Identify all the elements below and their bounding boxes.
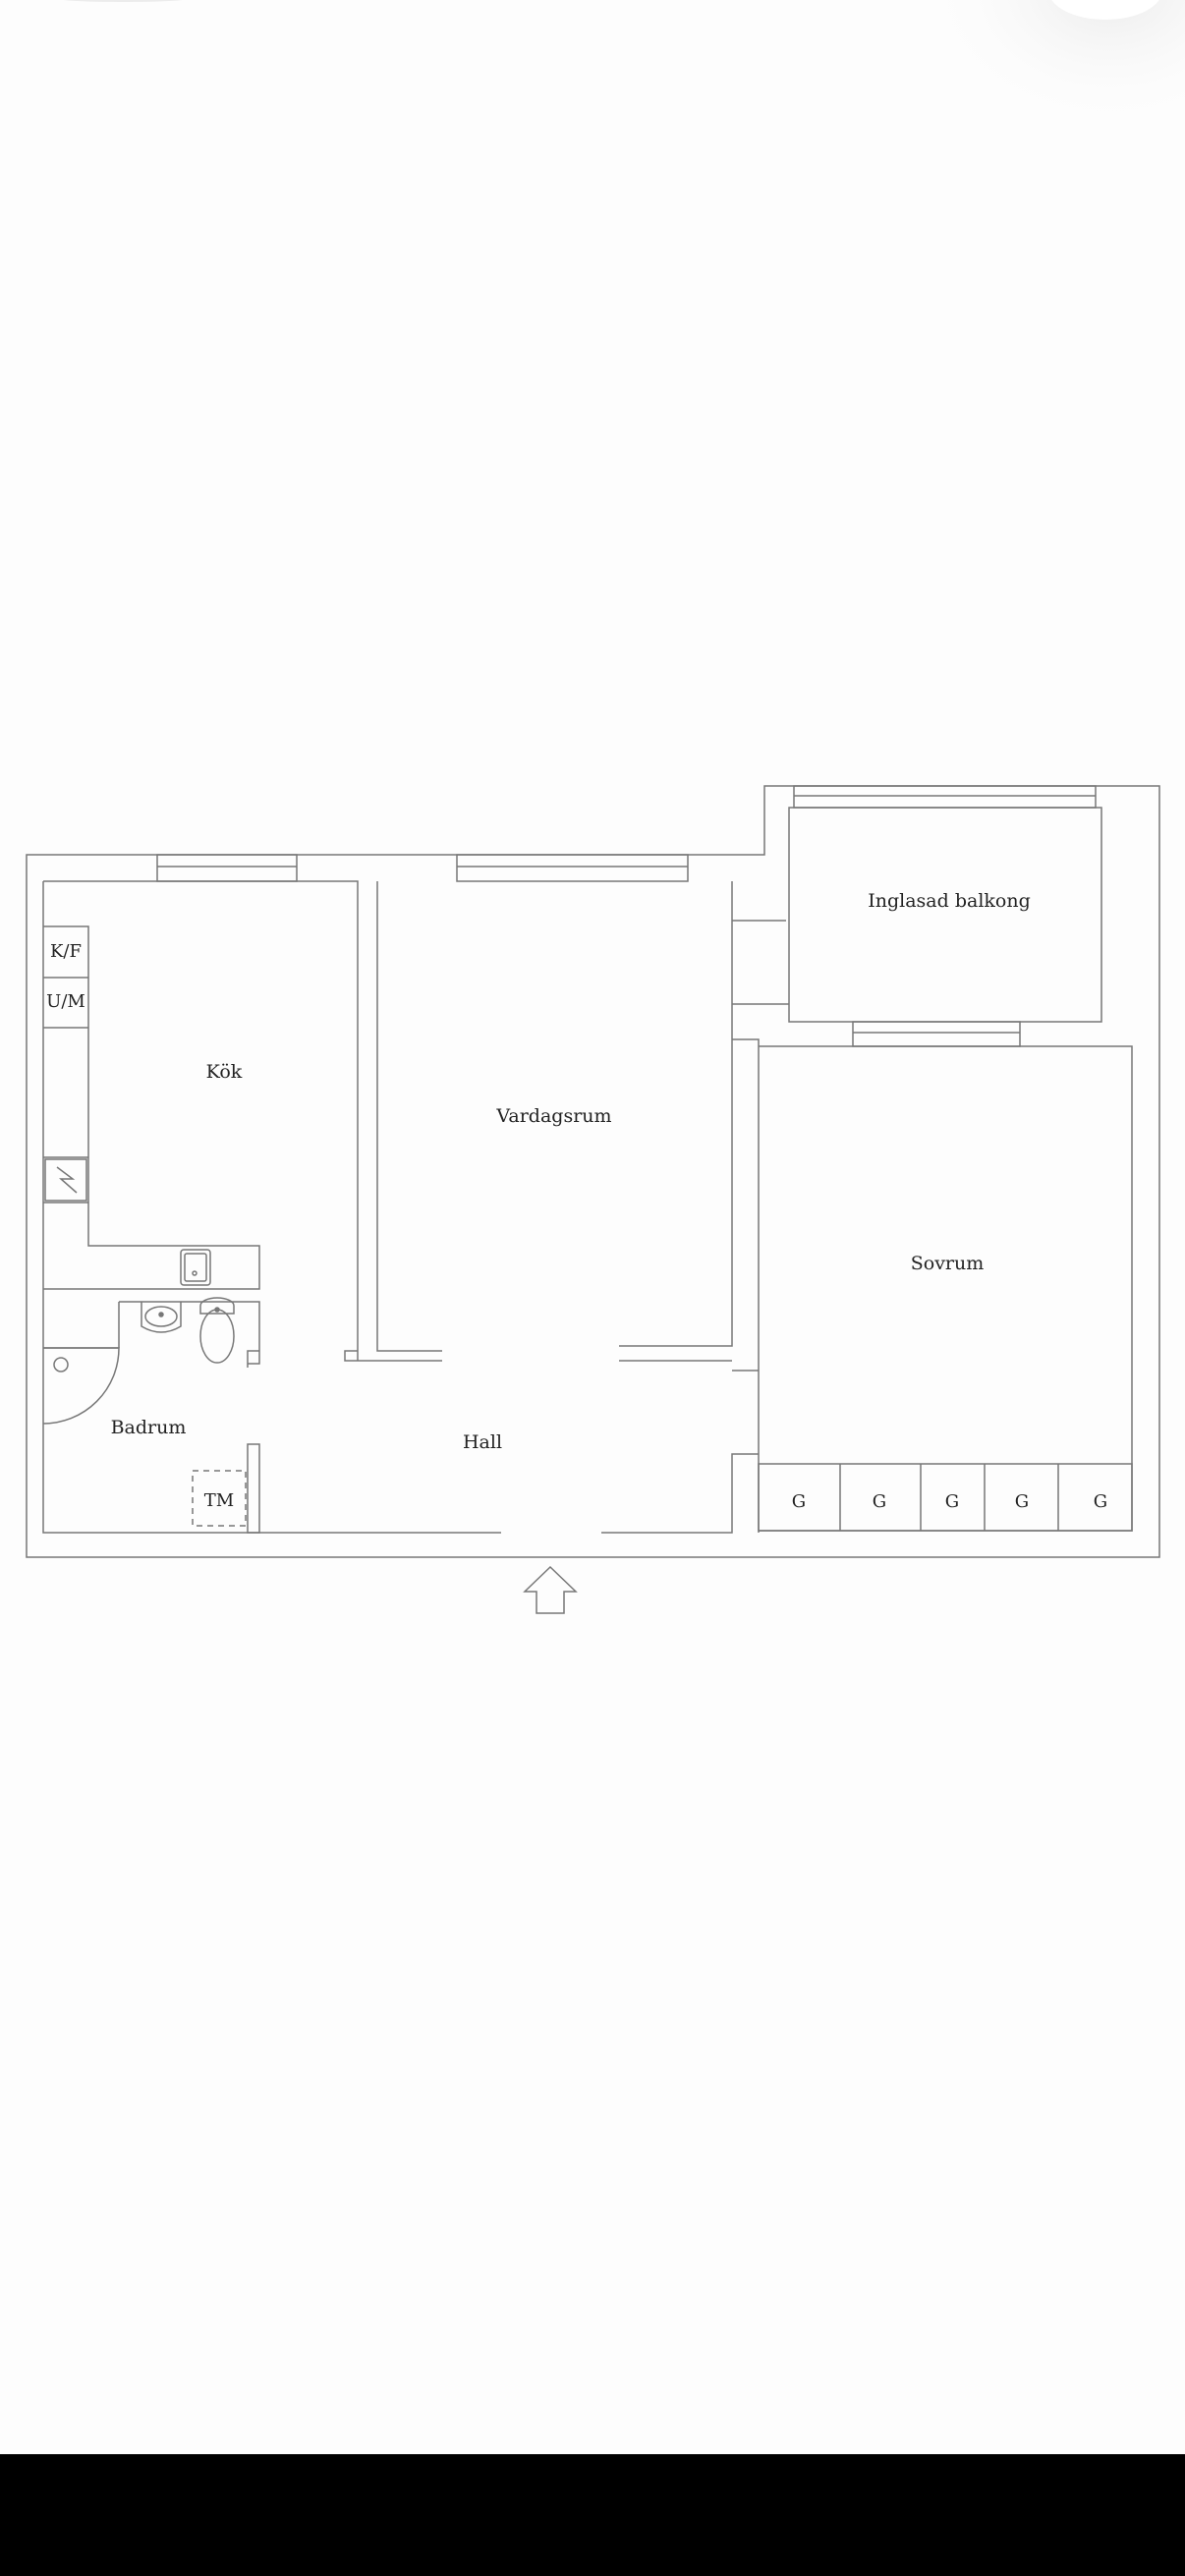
wardrobe-row: [758, 1463, 1133, 1532]
stove-icon: [44, 1158, 87, 1202]
balcony-room: [788, 807, 1102, 1023]
room-label-hall: Hall: [463, 1431, 502, 1453]
sovrum-room: [759, 1045, 1133, 1532]
top-decoration: [63, 0, 1185, 128]
room-label-vardagsrum: Vardagsrum: [495, 1105, 611, 1127]
washbasin-icon: [141, 1302, 182, 1333]
toilet-icon: [199, 1297, 235, 1364]
shadow-blob: [924, 0, 1185, 128]
entrance-arrow-icon: [523, 1565, 578, 1614]
window-sovrum: [852, 1021, 1021, 1047]
label-tm: TM: [204, 1490, 234, 1511]
room-label-kok: Kök: [206, 1061, 243, 1083]
label-um: U/M: [46, 991, 85, 1012]
circle-blob: [1051, 0, 1159, 20]
window-vardagsrum: [456, 854, 689, 882]
top-left-smudge: [63, 0, 183, 2]
room-label-balkong: Inglasad balkong: [868, 890, 1031, 912]
bathroom-walls: [43, 1301, 260, 1534]
door-swing-icon: [42, 1347, 120, 1425]
window-balkong: [793, 785, 1097, 809]
bottom-bar: [0, 2454, 1185, 2576]
label-wardrobe: G: [792, 1491, 806, 1512]
label-wardrobe: G: [1094, 1491, 1107, 1512]
drain-icon: [53, 1357, 69, 1372]
kitchen-counter: [43, 925, 260, 1290]
room-label-badrum: Badrum: [111, 1417, 187, 1438]
room-label-sovrum: Sovrum: [911, 1253, 985, 1274]
floor-plan: K/F U/M Kök Vardagsrum Inglasad balkong …: [26, 785, 1160, 1614]
label-wardrobe: G: [945, 1491, 959, 1512]
label-wardrobe: G: [873, 1491, 886, 1512]
window-kok: [156, 854, 298, 882]
sink-icon: [180, 1249, 211, 1286]
label-kf: K/F: [50, 941, 82, 962]
label-wardrobe: G: [1015, 1491, 1029, 1512]
tm-box: [192, 1470, 247, 1527]
